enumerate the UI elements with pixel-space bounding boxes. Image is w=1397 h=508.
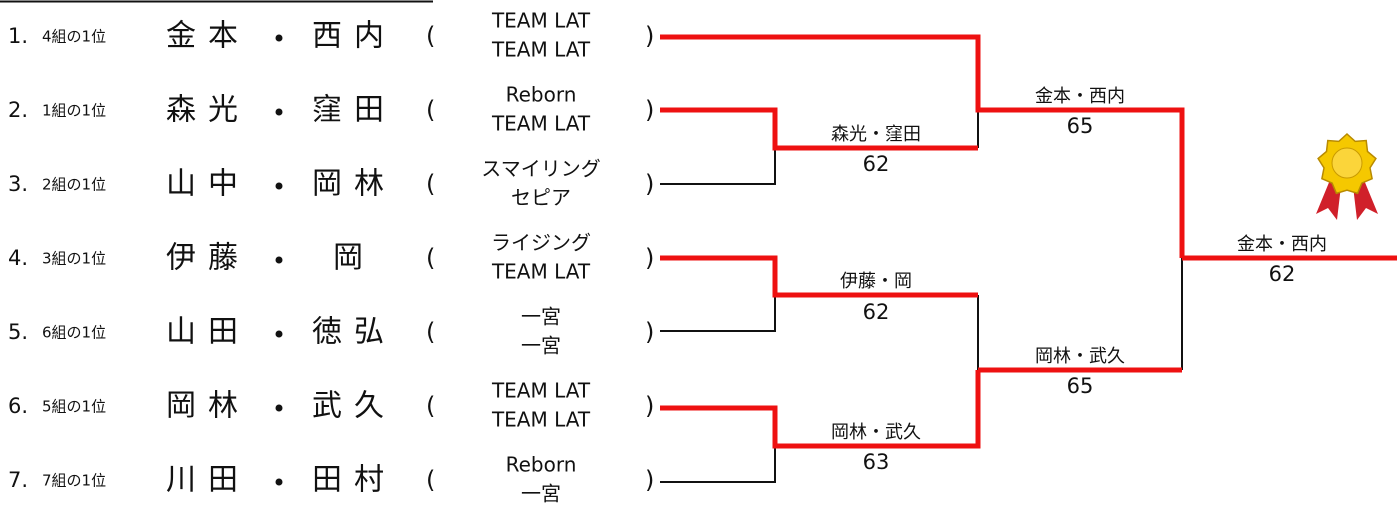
final-score: 62 (1269, 262, 1296, 286)
entry-row: 6. 5組の1位 岡林 武久 ( TEAM LAT TEAM LAT) (8, 379, 654, 432)
team-close-paren: ) (645, 392, 654, 420)
entry-seed: 5. (8, 320, 28, 344)
player-name-2: 窪田 (312, 93, 396, 128)
team-name-2: TEAM LAT (491, 112, 591, 136)
team-open-paren: ( (426, 170, 435, 198)
team-name-1: Reborn (506, 453, 577, 477)
player-name-1: 金本 (166, 19, 250, 54)
name-separator-dot (275, 108, 283, 116)
team-name-1: TEAM LAT (491, 9, 591, 33)
match-winner: 岡林・武久 (831, 422, 921, 443)
name-separator-dot (275, 34, 283, 42)
team-name-2: セピア (511, 186, 571, 210)
team-name-2: 一宮 (521, 482, 561, 506)
team-close-paren: ) (645, 318, 654, 346)
name-separator-dot (275, 256, 283, 264)
player-name-2: 岡林 (312, 167, 396, 202)
entry-row: 4. 3組の1位 伊藤 岡 ( ライジング TEAM LAT) (8, 231, 654, 284)
player-name-1: 伊藤 (166, 241, 250, 276)
team-name-1: スマイリング (481, 157, 600, 181)
team-open-paren: ( (426, 96, 435, 124)
team-open-paren: ( (426, 244, 435, 272)
bracket-line-winner (660, 34, 1185, 258)
team-name-2: TEAM LAT (491, 38, 591, 62)
entry-group: 3組の1位 (42, 250, 106, 268)
player-name-1: 山中 (166, 167, 250, 202)
bracket-lines (660, 34, 1397, 483)
team-close-paren: ) (645, 96, 654, 124)
match-results: 森光・窪田 62 伊藤・岡 62 岡林・武久 63 金本・西内 65 岡林・武久… (831, 86, 1327, 474)
match-score: 62 (863, 152, 890, 176)
bracket-line-winner (660, 107, 978, 151)
entry-group: 1組の1位 (42, 102, 106, 120)
player-name-2: 田村 (312, 463, 396, 498)
name-separator-dot (275, 478, 283, 486)
bracket-line-winner (660, 255, 978, 298)
team-name-2: TEAM LAT (491, 408, 591, 432)
entry-group: 6組の1位 (42, 324, 106, 342)
entry-seed: 4. (8, 246, 28, 270)
entry-row: 1. 4組の1位 金本 西内 ( TEAM LAT TEAM LAT) (8, 9, 654, 62)
match-score: 65 (1067, 114, 1094, 138)
bracket-line-loser (660, 295, 776, 332)
entry-group: 5組の1位 (42, 398, 106, 416)
name-separator-dot (275, 404, 283, 412)
match-score: 63 (863, 450, 890, 474)
entry-seed: 7. (8, 468, 28, 492)
team-close-paren: ) (645, 170, 654, 198)
team-name-1: 一宮 (521, 305, 561, 329)
match-score: 62 (863, 300, 890, 324)
player-name-1: 岡林 (166, 389, 250, 424)
team-name-2: TEAM LAT (491, 260, 591, 284)
player-name-2: 武久 (312, 389, 396, 424)
team-close-paren: ) (645, 466, 654, 494)
player-name-2: 西内 (312, 19, 396, 54)
player-name-2: 岡 (333, 241, 375, 276)
team-close-paren: ) (645, 244, 654, 272)
bracket-line-loser (660, 148, 776, 185)
match-score: 65 (1067, 374, 1094, 398)
match-winner: 伊藤・岡 (840, 271, 912, 292)
name-separator-dot (275, 330, 283, 338)
entry-seed: 6. (8, 394, 28, 418)
team-name-1: TEAM LAT (491, 379, 591, 403)
entry-row: 5.6組の1位山田徳弘(一宮一宮) (8, 305, 654, 358)
entry-group: 7組の1位 (42, 472, 106, 490)
entry-group: 4組の1位 (42, 28, 106, 46)
player-name-1: 川田 (166, 463, 250, 498)
entry-row: 7. 7組の1位 川田 田村 ( Reborn 一宮) (8, 453, 654, 506)
entry-list: 1. 4組の1位 金本 西内 ( TEAM LAT TEAM LAT) 2. 1組の1位 森光 窪田… (8, 9, 654, 506)
team-name-2: 一宮 (521, 334, 561, 358)
team-name-1: ライジング (491, 231, 591, 255)
team-open-paren: ( (426, 22, 435, 50)
name-separator-dot (275, 182, 283, 190)
team-open-paren: ( (426, 392, 435, 420)
match-winner: 岡林・武久 (1035, 346, 1125, 367)
team-close-paren: ) (645, 22, 654, 50)
team-name-1: Reborn (506, 83, 577, 107)
team-open-paren: ( (426, 466, 435, 494)
award-ribbon-icon (1316, 132, 1378, 220)
player-name-1: 山田 (166, 315, 250, 350)
bracket-line-loser (660, 446, 776, 483)
entry-group: 2組の1位 (42, 176, 106, 194)
final-winner: 金本・西内 (1237, 234, 1327, 255)
entry-seed: 3. (8, 172, 28, 196)
player-name-2: 徳弘 (312, 315, 396, 350)
match-winner: 森光・窪田 (831, 124, 921, 145)
match-winner: 金本・西内 (1035, 86, 1125, 107)
entry-seed: 2. (8, 98, 28, 122)
entry-seed: 1. (8, 24, 28, 48)
player-name-1: 森光 (166, 93, 250, 128)
team-open-paren: ( (426, 318, 435, 346)
bracket-line-winner (660, 370, 981, 449)
